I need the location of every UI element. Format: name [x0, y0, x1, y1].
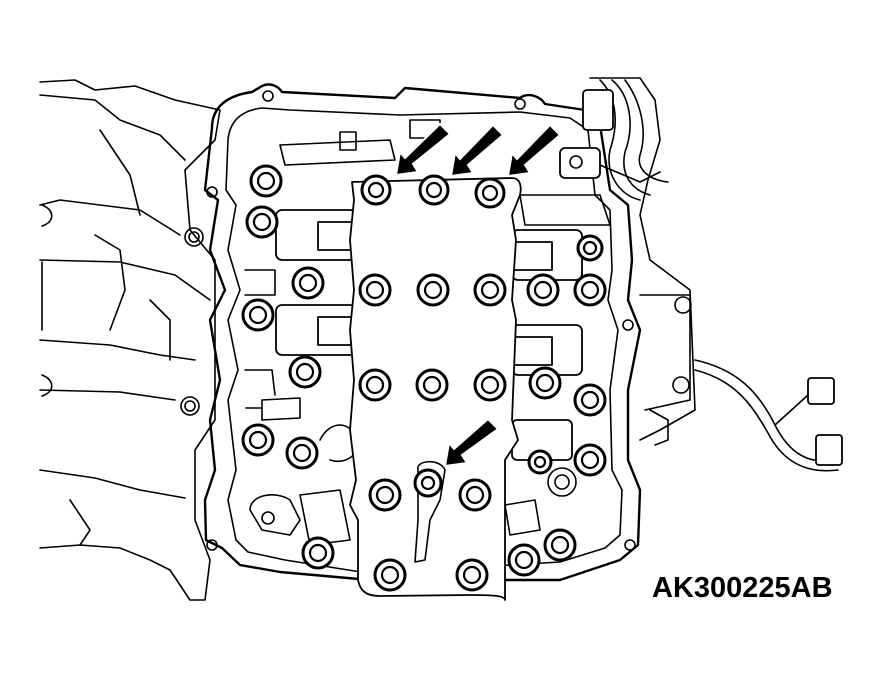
- arrow-3: [506, 123, 562, 178]
- valve-body-flange: [203, 83, 642, 594]
- transmission-case: [39, 79, 221, 601]
- arrow-2: [449, 123, 505, 178]
- arrow-1: [394, 122, 452, 177]
- pointer-arrows: [394, 122, 562, 468]
- right-case: [559, 77, 843, 472]
- bolts: [241, 164, 607, 592]
- figure-id-label: AK300225AB: [652, 572, 833, 604]
- arrow-4: [443, 417, 500, 468]
